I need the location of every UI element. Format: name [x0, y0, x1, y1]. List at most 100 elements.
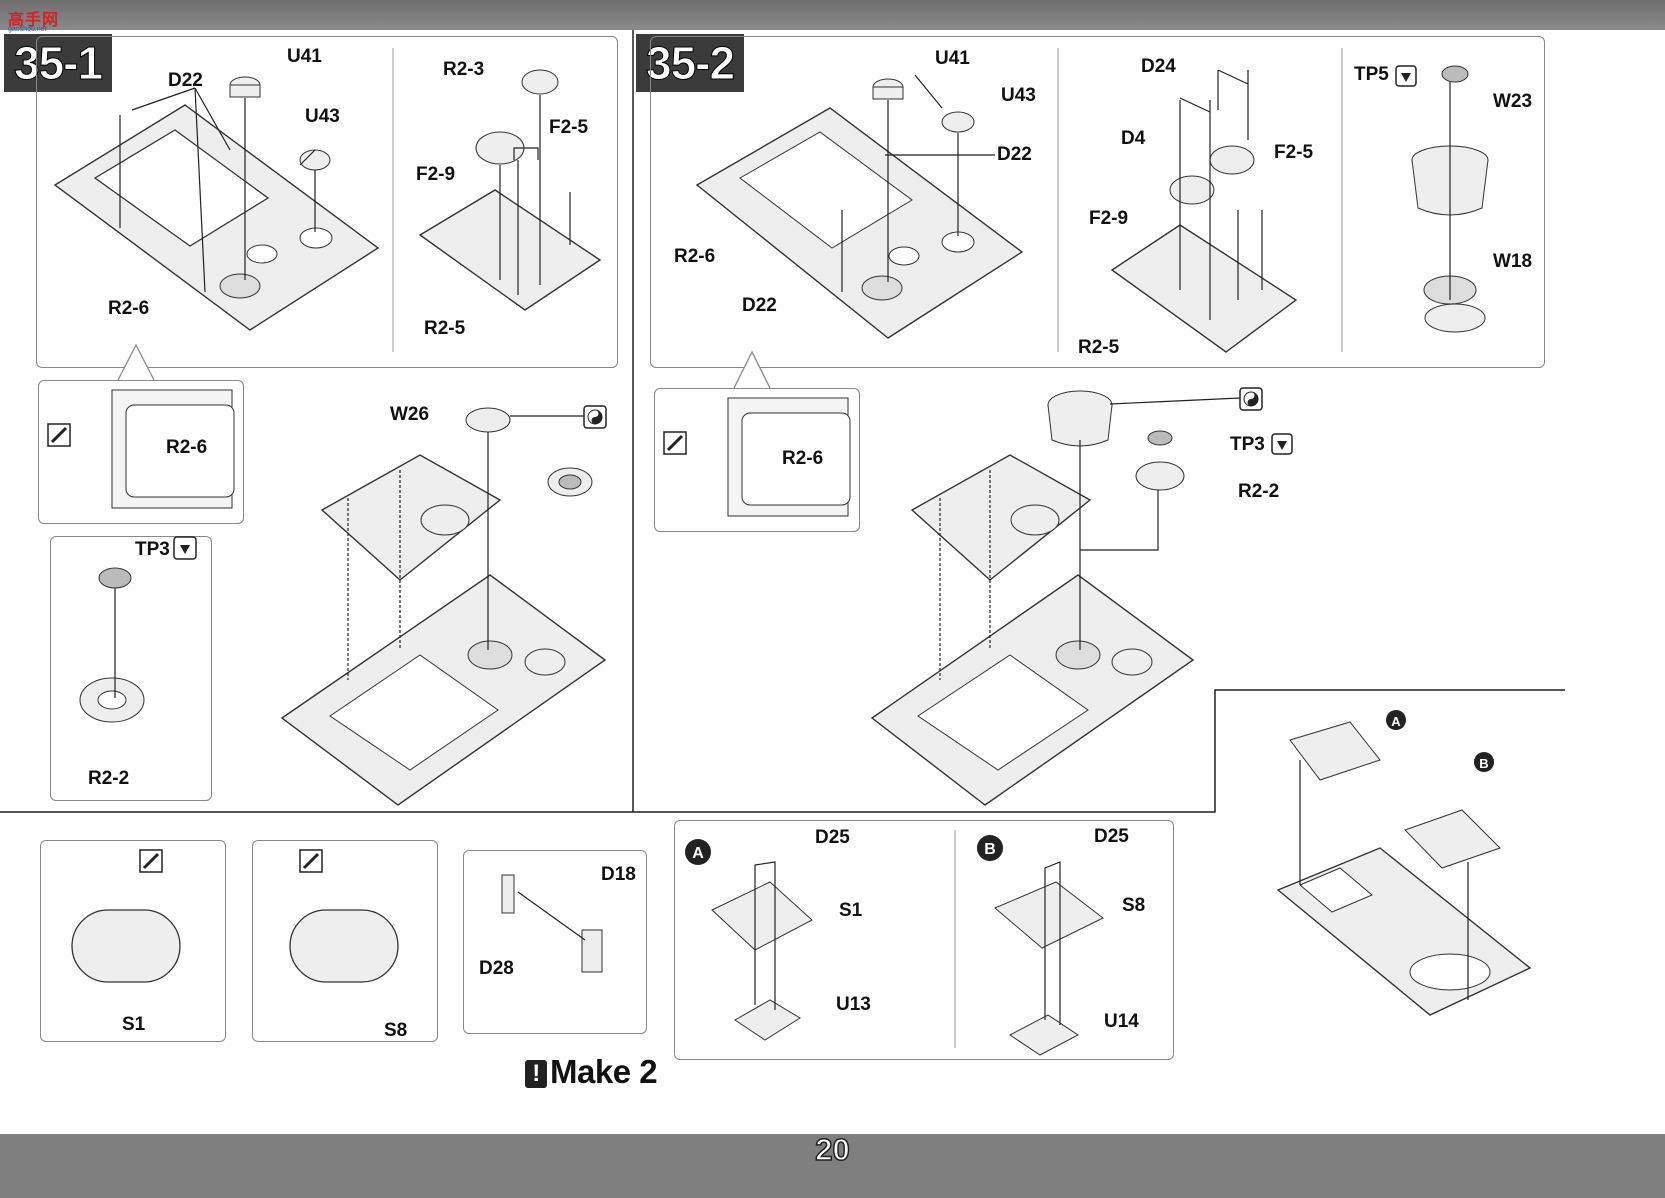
label-u14: U14: [1104, 1011, 1139, 1032]
footer-bar: [0, 1134, 1665, 1198]
yin-yang-icon-35-2: [1239, 387, 1263, 411]
label-f2-9-35-2: F2-9: [1089, 208, 1128, 229]
part-w18-base: [1423, 275, 1486, 333]
label-w26: W26: [390, 404, 429, 425]
part-s1-detail: [71, 909, 181, 983]
label-w23: W23: [1493, 91, 1532, 112]
label-u43-35-1: U43: [305, 106, 340, 127]
detail-box-tp3: [50, 536, 212, 801]
sub-assembly-b-plate: [1404, 809, 1501, 869]
watermark-sub: gaoshou.net: [8, 26, 47, 33]
detail-box-r26-right: [654, 388, 860, 532]
label-r2-2-right: R2-2: [1238, 481, 1279, 502]
hull-plate-35-2: [695, 107, 1024, 339]
label-a-sub: A: [692, 845, 704, 862]
label-b-main: B: [1479, 756, 1488, 771]
detail-box-s8: [252, 840, 438, 1042]
circle-a-marker-main: [1386, 710, 1406, 730]
part-u13-sub: [734, 999, 801, 1041]
hatch-plate-35-2-upper: [910, 454, 1092, 581]
label-r2-3: R2-3: [443, 59, 484, 80]
sub-assembly-a-plate: [1289, 721, 1381, 781]
part-w26-photo-etch: [547, 467, 593, 497]
part-d18: [581, 929, 603, 973]
label-d25-b: D25: [1094, 826, 1129, 847]
label-d22-35-2-lower: D22: [742, 295, 777, 316]
photo-etch-icon-tp5: [1395, 65, 1417, 87]
label-r2-5-35-2: R2-5: [1078, 337, 1120, 358]
frame-detail-left: [111, 389, 235, 509]
part-r2-2-ring-right: [1135, 461, 1185, 491]
label-f2-9-35-1: F2-9: [416, 164, 455, 185]
label-s8-sub: S8: [1122, 895, 1145, 916]
part-s1-sub: [711, 881, 813, 951]
callout-pointer-left: [117, 343, 155, 381]
step-35-2-main-box: [650, 36, 1545, 368]
label-b-sub: B: [984, 841, 996, 858]
make-2-label: Make 2: [550, 1053, 658, 1090]
label-r2-6-35-2: R2-6: [674, 246, 715, 267]
frame-detail-right: [727, 397, 851, 517]
label-s8-detail: S8: [384, 1020, 407, 1041]
glue-icon-right: [663, 431, 687, 455]
label-s1-detail: S1: [122, 1014, 146, 1035]
hull-plate-35-1-lower: [280, 574, 607, 806]
part-r2-2-ring-left: [79, 677, 145, 723]
part-d4-hatch: [1169, 145, 1255, 205]
watermark-logo: 高手网: [8, 12, 60, 29]
label-r2-5-35-1: R2-5: [424, 318, 466, 339]
label-w18: W18: [1493, 251, 1532, 272]
part-s8-sub: [994, 881, 1104, 949]
label-u41-35-2: U41: [935, 48, 970, 69]
label-d28: D28: [479, 958, 514, 979]
part-u43-35-2: [941, 111, 975, 133]
make-2-note: !Make 2: [525, 1053, 658, 1091]
label-tp5: TP5: [1354, 64, 1389, 85]
detail-box-r26-left: [38, 380, 244, 524]
label-u41-35-1: U41: [287, 46, 322, 67]
top-bar: [0, 0, 1665, 30]
hatch-plate-r2-5: [418, 189, 602, 311]
exclamation-icon: !: [525, 1060, 547, 1088]
label-u13: U13: [836, 994, 871, 1015]
hatch-plate-r2-5-35-2: [1110, 224, 1298, 353]
part-d28: [501, 874, 515, 914]
part-tp3-mesh-left: [98, 567, 132, 589]
label-r2-6-35-1: R2-6: [108, 298, 149, 319]
label-d4: D4: [1121, 128, 1146, 149]
photo-etch-icon-tp3-right: [1271, 433, 1293, 455]
label-d22-35-2-upper: D22: [997, 144, 1032, 165]
yin-yang-icon-35-1: [583, 405, 607, 429]
label-tp3-left: TP3: [135, 539, 170, 560]
label-r2-2-left: R2-2: [88, 768, 129, 789]
hatch-plate-35-1-upper: [320, 454, 502, 581]
step-35-2-badge: 35-2: [636, 34, 745, 92]
glue-icon-s1: [139, 849, 163, 873]
page-number: 20: [815, 1131, 851, 1168]
circle-b-marker: [977, 835, 1003, 861]
detail-box-s1: [40, 840, 226, 1042]
label-r2-6-detail-right: R2-6: [782, 448, 823, 469]
label-d22-35-1: D22: [168, 70, 203, 91]
hull-floor-plate-ab: [1276, 847, 1532, 1016]
label-s1-sub: S1: [839, 900, 863, 921]
part-u14-sub: [1009, 1014, 1079, 1056]
label-d25-a: D25: [815, 827, 850, 848]
callout-pointer-right: [733, 350, 771, 389]
divider-horizontal: [0, 689, 1565, 813]
part-tp3-mesh-right: [1147, 430, 1173, 446]
part-w26-35-1: [465, 407, 511, 433]
part-r2-3-hatch: [475, 69, 559, 165]
part-w23-assembled: [1047, 390, 1113, 447]
label-a-main: A: [1391, 714, 1401, 729]
part-u41-35-2: [872, 78, 904, 100]
label-d18: D18: [601, 864, 636, 885]
detail-box-d18-d28: [463, 850, 647, 1034]
hull-plate-35-1: [53, 104, 380, 331]
part-s8-detail: [289, 909, 399, 983]
step-35-1-badge: 35-1: [4, 34, 113, 92]
hull-plate-35-2-lower: [870, 574, 1195, 806]
sub-assembly-box: [674, 820, 1174, 1060]
circle-b-marker-main: [1474, 752, 1494, 772]
